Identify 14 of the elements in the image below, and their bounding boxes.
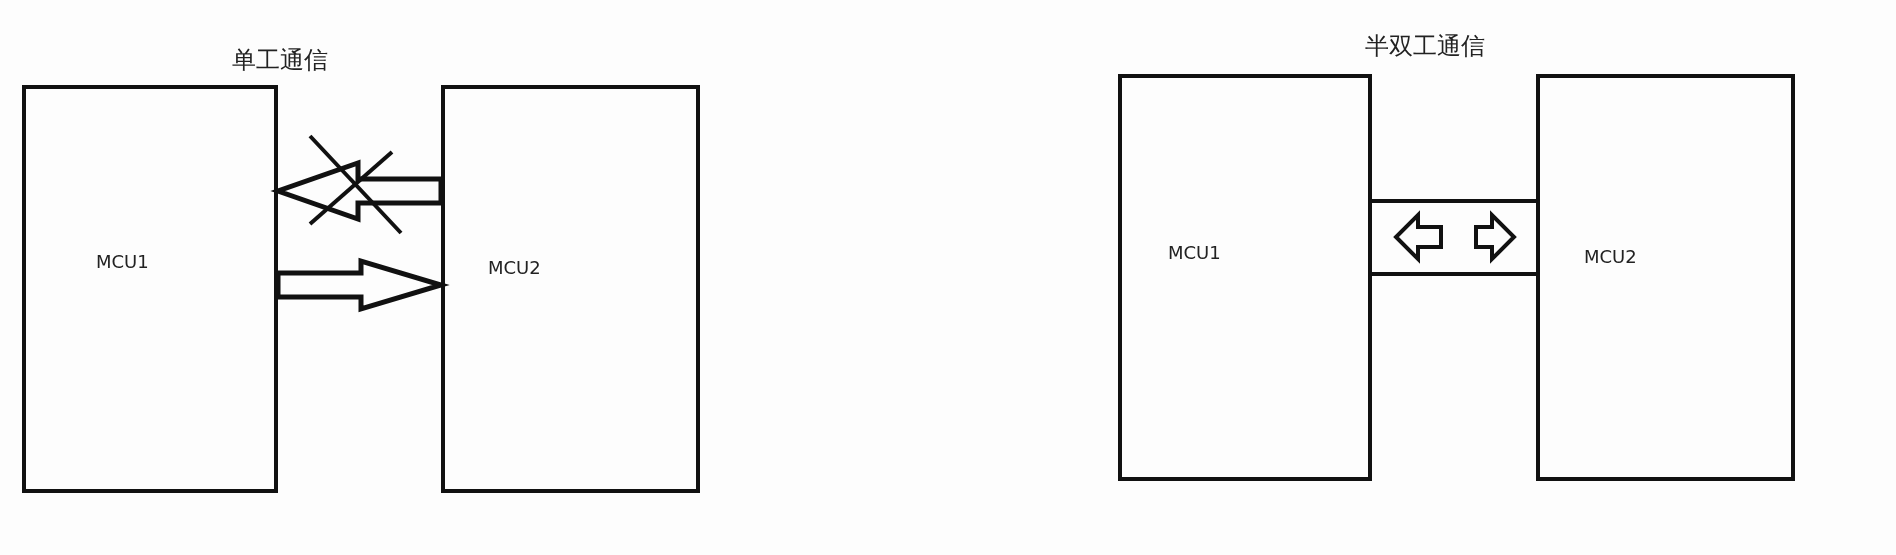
device-box xyxy=(22,85,278,493)
block-arrow xyxy=(1474,210,1517,264)
device-box xyxy=(441,85,700,493)
panel-heading: 半双工通信 xyxy=(1365,31,1485,62)
device-name: MCU1 xyxy=(1168,242,1221,263)
block-arrow xyxy=(270,159,444,223)
panel-heading: 单工通信 xyxy=(232,45,328,76)
device-name: MCU2 xyxy=(1584,246,1637,267)
block-arrow xyxy=(1393,210,1443,264)
block-arrow xyxy=(275,257,450,313)
device-box xyxy=(1536,74,1795,481)
device-name: MCU2 xyxy=(488,257,541,278)
device-box xyxy=(1118,74,1372,481)
device-name: MCU1 xyxy=(96,251,149,272)
